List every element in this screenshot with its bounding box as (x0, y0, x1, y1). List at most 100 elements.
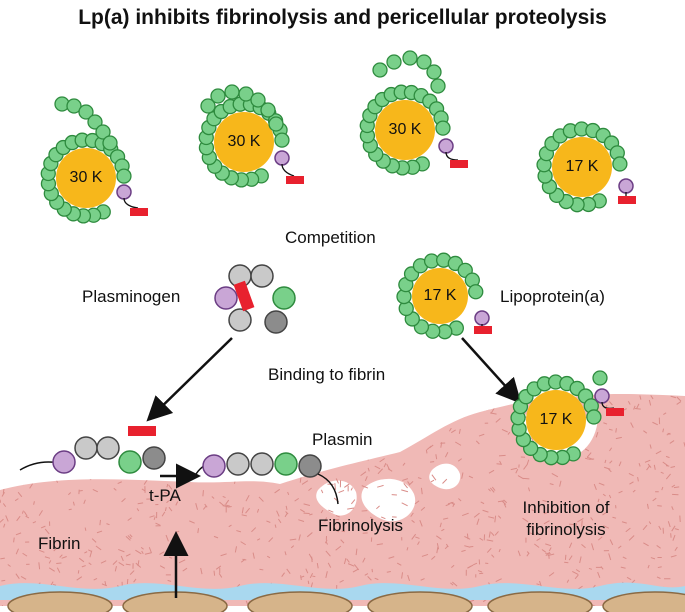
kringle-domain (468, 284, 484, 300)
fibrin-fiber (173, 415, 181, 418)
fibrin-fiber (15, 548, 19, 555)
fibrin-fiber (310, 582, 314, 588)
fibrin-fiber (377, 421, 380, 427)
fibrin-fiber (376, 450, 382, 454)
fibrin-fiber (648, 399, 652, 406)
fibrin-fiber (334, 483, 336, 490)
fibrin-fiber (5, 462, 12, 467)
fibrin-fiber (400, 402, 402, 409)
fibrin-fiber (24, 438, 27, 446)
fibrin-fiber (52, 583, 57, 586)
fibrin-fiber (22, 552, 28, 557)
fibrin-fiber (290, 545, 295, 549)
fibrin-fiber (32, 521, 37, 524)
fibrin-fiber (663, 412, 667, 415)
protease-domain (618, 178, 634, 194)
fibrin-fiber (95, 429, 100, 433)
fibrin-fiber (59, 410, 63, 413)
fibrin-fiber (284, 513, 288, 518)
fibrin-fiber (528, 487, 531, 492)
fibrin-fiber (38, 562, 41, 570)
kringle-domain (435, 120, 451, 136)
fibrin-fiber (97, 459, 103, 464)
fibrin-fiber (136, 508, 140, 512)
fibrin-fiber (396, 562, 402, 566)
fibrin-fiber (669, 440, 675, 444)
fibrin-fiber (335, 545, 342, 551)
fibrin-fiber (178, 452, 185, 459)
fibrin-fiber (18, 483, 24, 486)
fibrin-fiber (652, 497, 657, 502)
fibrin-fiber (325, 550, 331, 557)
fibrin-fiber (271, 436, 274, 440)
fibrin-fiber (650, 557, 656, 560)
fibrin-fiber (114, 566, 117, 572)
protease-domain (214, 286, 238, 310)
fibrin-fiber (259, 568, 264, 571)
fibrin-fiber (666, 432, 671, 436)
fibrin-fiber (495, 417, 501, 423)
fibrin-fiber (182, 433, 187, 437)
kringle-domain (260, 102, 276, 118)
fibrin-fiber (574, 574, 579, 580)
fibrin-fiber (548, 572, 555, 577)
fibrin-fiber (25, 515, 30, 519)
fibrin-fiber (402, 462, 406, 466)
fibrin-fiber (523, 464, 528, 470)
fibrin-fiber (648, 521, 652, 525)
fibrin-fiber (671, 525, 676, 532)
fibrin-fiber (165, 441, 169, 446)
fibrin-fiber (102, 398, 110, 403)
fibrin-fiber (478, 433, 485, 437)
fibrin-fiber (526, 551, 530, 555)
fibrin-fiber (220, 553, 227, 557)
fibrin-fiber (276, 435, 280, 438)
fibrin-fiber (268, 537, 274, 543)
fibrin-fiber (1, 492, 5, 497)
fibrin-fiber (442, 478, 448, 484)
kringle-grey (74, 436, 98, 460)
isoform-4-size: 17 K (565, 158, 599, 175)
fibrin-fiber (401, 502, 408, 507)
fibrin-fiber (327, 396, 329, 403)
lysis-hole (429, 463, 461, 490)
fibrin-fiber (33, 501, 35, 505)
fibrin-fiber (608, 401, 613, 406)
kringle-domain (274, 132, 290, 148)
fibrin-fiber (251, 527, 257, 533)
fibrin-fiber (176, 413, 180, 419)
fibrin-fiber (499, 460, 502, 465)
kringle-domain (95, 124, 111, 140)
fibrin-fiber (343, 417, 348, 420)
fibrin-fiber (577, 518, 584, 523)
fibrin-fiber (497, 515, 502, 519)
fibrin-fiber (657, 505, 662, 507)
fibrin-fiber (482, 397, 487, 401)
fibrin-fiber (490, 532, 495, 537)
kringle-domain (612, 156, 628, 172)
kringle-grey (228, 308, 252, 332)
fibrin-fiber (643, 430, 648, 434)
fibrin-fiber (419, 520, 423, 527)
fibrin-fiber (401, 572, 404, 579)
fibrin-fiber (88, 562, 92, 566)
fibrin-fiber (334, 457, 341, 460)
kringle-domain (402, 50, 418, 66)
fibrin-fiber (178, 559, 186, 564)
fibrin-fiber (647, 463, 652, 468)
fibrin-fiber (344, 483, 350, 488)
fibrin-fiber (503, 503, 507, 508)
fibrin-fiber (223, 472, 228, 476)
fibrin-fiber (316, 562, 319, 569)
fibrin-fiber (615, 428, 617, 433)
fibrin-fiber (467, 564, 474, 569)
fibrin-fiber (637, 476, 639, 482)
fibrin-fiber (281, 572, 285, 577)
fibrin-fiber (26, 398, 32, 401)
fibrin-fiber (202, 505, 207, 510)
fibrin-fiber (155, 522, 161, 526)
fibrin-fiber (17, 491, 23, 498)
binding-site (618, 196, 636, 204)
fibrin-fiber (93, 458, 97, 465)
fibrin-fiber (100, 560, 107, 564)
